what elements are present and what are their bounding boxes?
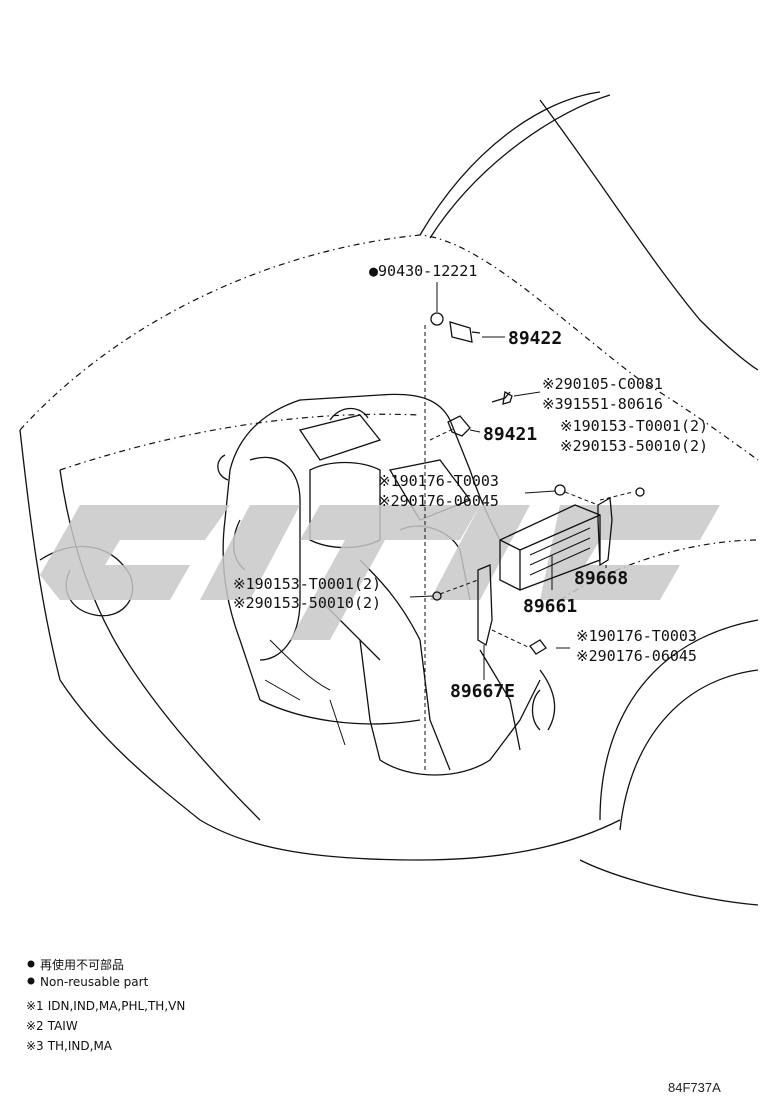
part-number: 89422 bbox=[508, 328, 562, 349]
part-number: 90176-06045 bbox=[598, 647, 697, 665]
svg-text:※290176-06045: ※290176-06045 bbox=[378, 492, 499, 510]
nonreusable-dot-icon bbox=[27, 960, 35, 968]
part-label-89661[interactable]: 89661 bbox=[523, 596, 577, 617]
note-mark: ※2 bbox=[26, 1019, 44, 1033]
part-label-89668[interactable]: 89668 bbox=[574, 568, 628, 589]
part-number: 90153-50010(2) bbox=[255, 594, 381, 612]
part-number: 90153-T0001(2) bbox=[255, 575, 381, 593]
region-mark: ※2 bbox=[378, 492, 400, 510]
svg-text:※290153-50010(2): ※290153-50010(2) bbox=[233, 594, 381, 612]
part-label-89421[interactable]: 89421 bbox=[483, 424, 537, 445]
part-label-bolt-group-1[interactable]: ※290105-C0081 ※391551-80616 bbox=[542, 375, 663, 413]
region-mark: ※1 bbox=[378, 472, 400, 490]
bracket-89668-drawing bbox=[597, 487, 645, 568]
region-mark: ※2 bbox=[542, 375, 564, 393]
region-mark: ※1 bbox=[233, 575, 255, 593]
sensor-89421-drawing bbox=[429, 390, 541, 441]
part-label-nut-group-top[interactable]: ※190176-T0003 ※290176-06045 bbox=[378, 472, 499, 510]
part-label-90430-12221[interactable]: ●90430-12221 bbox=[369, 262, 477, 280]
svg-text:※391551-80616: ※391551-80616 bbox=[542, 395, 663, 413]
part-label-screw-group-left[interactable]: ※190153-T0001(2) ※290153-50010(2) bbox=[233, 575, 381, 612]
svg-text:※290153-50010(2): ※290153-50010(2) bbox=[560, 437, 708, 455]
svg-text:※190153-T0001(2): ※190153-T0001(2) bbox=[560, 417, 708, 435]
part-number: 90176-T0003 bbox=[400, 472, 499, 490]
watermark-logo bbox=[40, 505, 720, 640]
svg-text:●90430-12221: ●90430-12221 bbox=[369, 262, 477, 280]
note-text: TH,IND,MA bbox=[47, 1039, 113, 1053]
part-label-nut-group-bottom[interactable]: ※190176-T0003 ※290176-06045 bbox=[576, 627, 697, 665]
legend: 再使用不可部品 Non-reusable part ※1 IDN,IND,MA,P… bbox=[26, 957, 185, 1053]
part-label-89667E[interactable]: 89667E bbox=[450, 681, 515, 702]
region-mark: ※2 bbox=[233, 594, 255, 612]
nonreusable-dot-icon bbox=[27, 977, 35, 985]
part-number: 90153-50010(2) bbox=[582, 437, 708, 455]
region-mark: ※1 bbox=[560, 417, 582, 435]
sensor-89422-drawing bbox=[424, 282, 505, 770]
part-number: 89667E bbox=[450, 681, 515, 702]
figure-code: 84F737A bbox=[668, 1080, 721, 1095]
part-number: 90105-C0081 bbox=[564, 375, 663, 393]
svg-text:※190176-T0003: ※190176-T0003 bbox=[576, 627, 697, 645]
note-text: IDN,IND,MA,PHL,TH,VN bbox=[48, 999, 186, 1013]
legend-nonreusable-jp: 再使用不可部品 bbox=[40, 957, 124, 972]
region-mark: ※3 bbox=[542, 395, 564, 413]
legend-nonreusable-en: Non-reusable part bbox=[40, 975, 149, 989]
svg-text:※190176-T0003: ※190176-T0003 bbox=[378, 472, 499, 490]
nonreusable-bullet: ● bbox=[369, 262, 378, 280]
part-number: 90430-12221 bbox=[378, 262, 477, 280]
note-mark: ※3 bbox=[26, 1039, 44, 1053]
part-number: 89668 bbox=[574, 568, 628, 589]
part-label-89422[interactable]: 89422 bbox=[508, 328, 562, 349]
part-number: 90176-T0003 bbox=[598, 627, 697, 645]
region-mark: ※2 bbox=[560, 437, 582, 455]
svg-text:※190153-T0001(2): ※190153-T0001(2) bbox=[233, 575, 381, 593]
part-number: 91551-80616 bbox=[564, 395, 663, 413]
part-number: 90176-06045 bbox=[400, 492, 499, 510]
bracket-89667E-drawing bbox=[409, 484, 599, 680]
svg-text:※290176-06045: ※290176-06045 bbox=[576, 647, 697, 665]
part-number: 89421 bbox=[483, 424, 537, 445]
region-mark: ※1 bbox=[576, 627, 598, 645]
svg-text:※290105-C0081: ※290105-C0081 bbox=[542, 375, 663, 393]
region-mark: ※2 bbox=[576, 647, 598, 665]
legend-note-1: ※1 IDN,IND,MA,PHL,TH,VN bbox=[26, 999, 185, 1013]
note-text: TAIW bbox=[47, 1019, 78, 1033]
part-label-screw-group-top[interactable]: ※190153-T0001(2) ※290153-50010(2) bbox=[560, 417, 708, 455]
note-mark: ※1 bbox=[26, 999, 44, 1013]
part-number: 90153-T0001(2) bbox=[582, 417, 708, 435]
part-number: 89661 bbox=[523, 596, 577, 617]
